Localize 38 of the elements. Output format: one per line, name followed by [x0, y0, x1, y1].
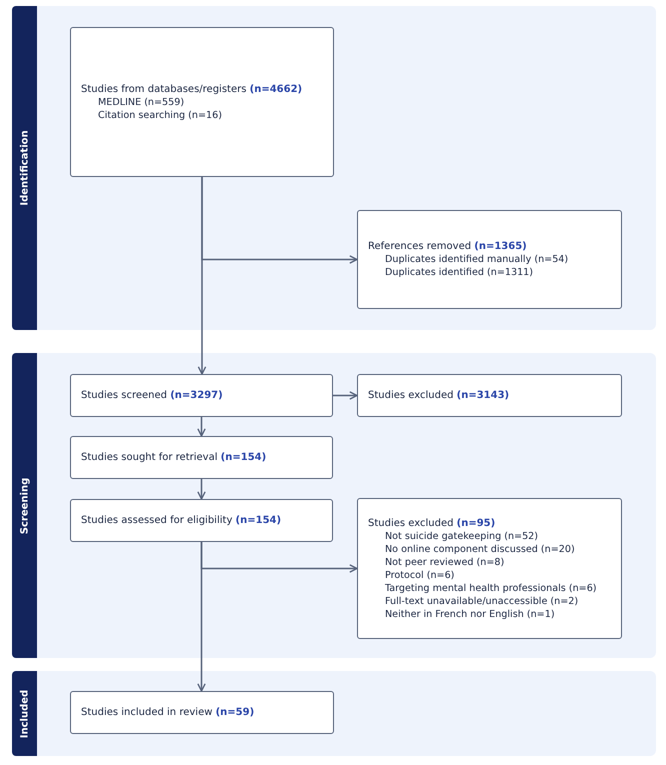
box-text: Studies assessed for eligibility (n=154): [81, 514, 282, 527]
arrow: [201, 177, 358, 264]
process-box: [70, 691, 334, 734]
box-text: Studies screened (n=3297): [81, 389, 224, 402]
phase-panel: [12, 353, 656, 658]
breakdown-text: Not peer reviewed (n=8): [384, 556, 506, 568]
process-box: [357, 498, 622, 639]
arrow: [197, 479, 206, 500]
breakdown-text: Duplicates identified manually (n=54): [384, 253, 570, 266]
process-box: [70, 436, 333, 479]
box-text: Studies from databases/registers (n=4662): [81, 82, 304, 96]
phase-panel: [12, 6, 656, 330]
breakdown-text: Neither in French nor English (n=1): [384, 608, 556, 620]
breakdown-text: Duplicates identified (n=1311): [384, 266, 534, 279]
arrow: [333, 391, 358, 400]
phase-label: Screening: [19, 477, 30, 534]
arrow: [197, 542, 206, 692]
breakdown-text: Targeting mental health professionals (n=6): [384, 582, 598, 594]
phase-panel: [12, 671, 656, 756]
breakdown-text: Protocol (n=6): [384, 568, 456, 582]
breakdown-text: Citation searching (n=16): [97, 108, 223, 122]
breakdown-text: MEDLINE (n=559): [97, 96, 186, 108]
breakdown-text: No online component discussed (n=20): [384, 542, 576, 556]
box-text: References removed (n=1365): [368, 240, 528, 253]
process-box: [70, 27, 334, 177]
process-box: [357, 374, 622, 417]
process-box: [70, 374, 333, 417]
process-box: [70, 499, 333, 542]
phase-label: Identification: [19, 130, 30, 206]
box-text: Studies excluded (n=3143): [368, 389, 510, 402]
box-text: Studies included in review (n=59): [81, 706, 256, 719]
box-text: Studies excluded (n=95): [368, 516, 496, 530]
breakdown-text: Not suicide gatekeeping (n=52): [384, 530, 540, 542]
arrow: [197, 417, 206, 437]
process-box: [357, 210, 622, 309]
breakdown-text: Full-text unavailable/unaccessible (n=2): [384, 594, 580, 608]
box-text: Studies sought for retrieval (n=154): [81, 451, 268, 464]
phase-label: Included: [19, 689, 30, 738]
